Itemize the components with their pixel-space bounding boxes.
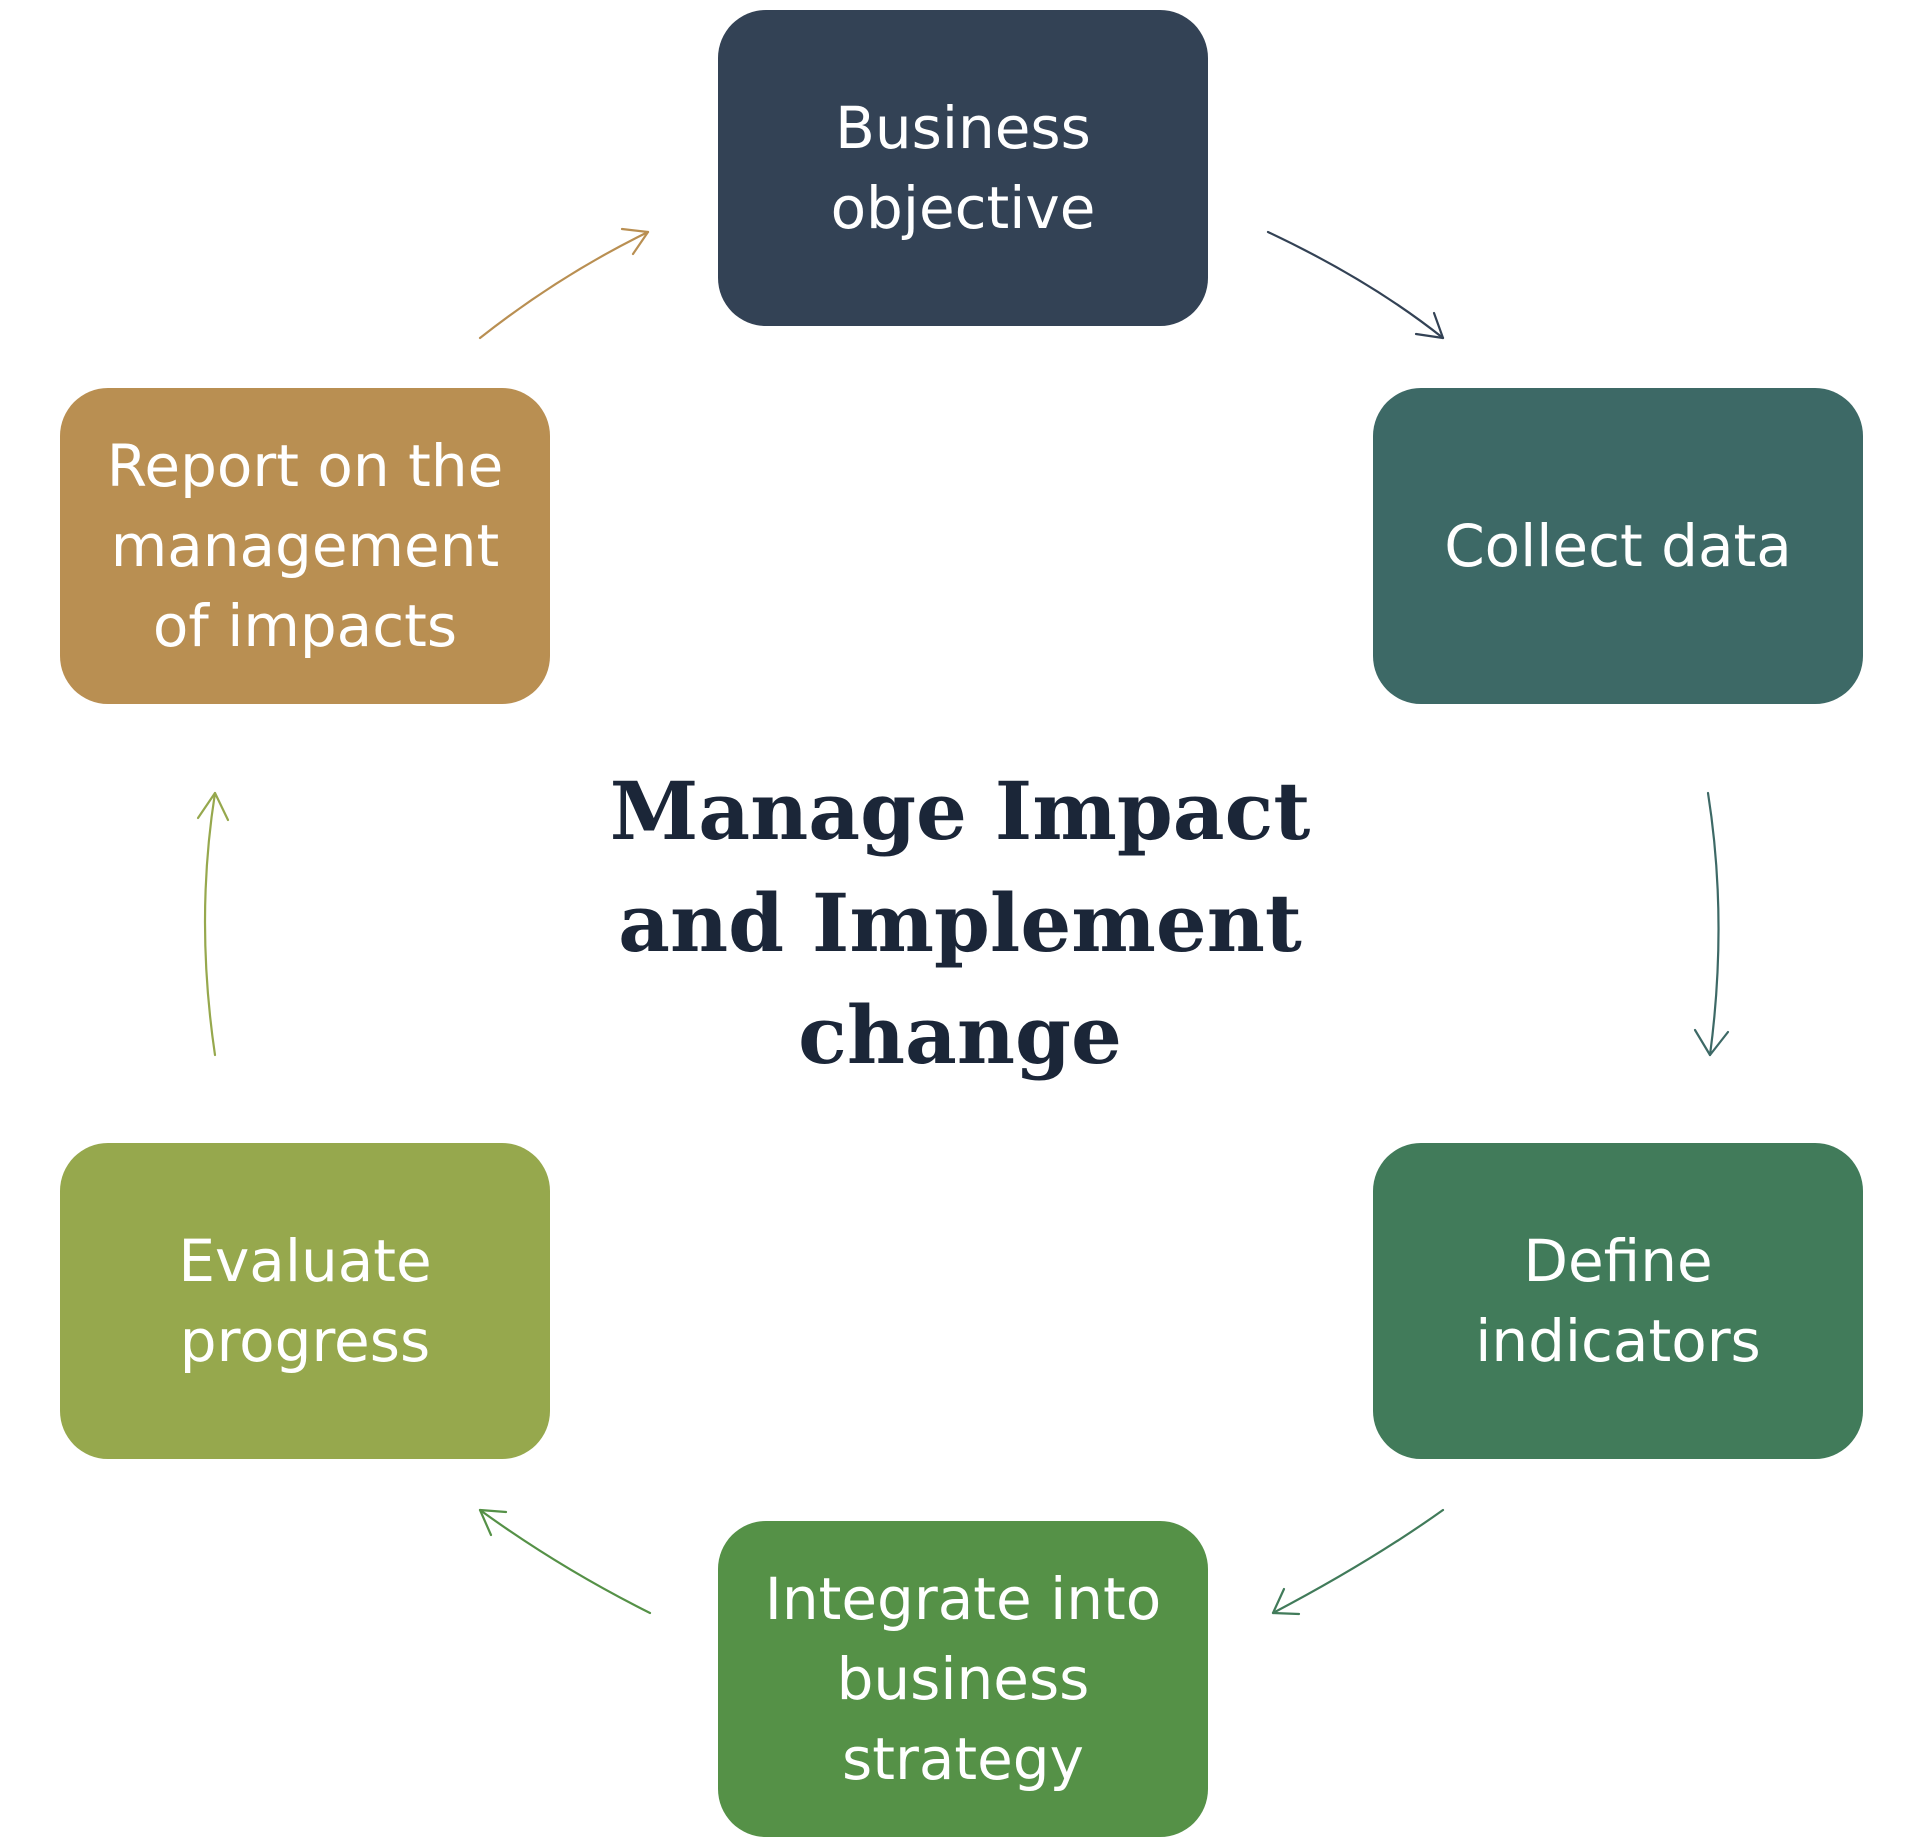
step-label-define-indicators: Define indicators <box>1475 1227 1761 1375</box>
diagram-title: Manage Impact and Implement change <box>609 764 1311 1082</box>
arrow-business-objective-to-collect-data <box>1266 230 1445 340</box>
step-report-on-management-of-impacts: Report on the management of impacts <box>60 388 550 704</box>
step-collect-data: Collect data <box>1373 388 1863 704</box>
step-integrate-into-business-strategy: Integrate into business strategy <box>718 1521 1208 1837</box>
step-define-indicators: Define indicators <box>1373 1143 1863 1459</box>
step-label-evaluate-progress: Evaluate progress <box>178 1227 432 1375</box>
step-evaluate-progress: Evaluate progress <box>60 1143 550 1459</box>
arrow-integrate-to-evaluate <box>478 1508 652 1615</box>
arrow-evaluate-to-report <box>196 791 230 1057</box>
arrow-report-to-business-objective <box>478 227 650 340</box>
step-label-integrate-into-business-strategy: Integrate into business strategy <box>764 1565 1162 1793</box>
arrow-define-indicators-to-integrate <box>1271 1508 1445 1616</box>
step-business-objective: Business objective <box>718 10 1208 326</box>
step-label-report-on-management-of-impacts: Report on the management of impacts <box>106 432 504 660</box>
arrow-collect-data-to-define-indicators <box>1693 791 1730 1057</box>
step-label-business-objective: Business objective <box>830 94 1096 242</box>
step-label-collect-data: Collect data <box>1444 512 1792 580</box>
